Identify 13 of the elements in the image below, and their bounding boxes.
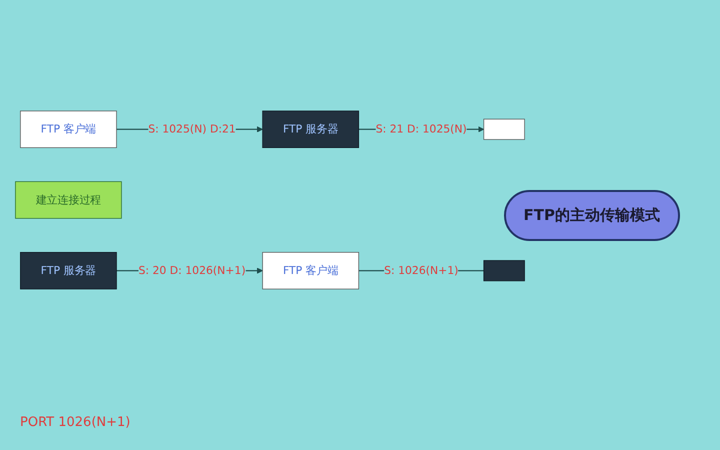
- edge-label: S: 21 D: 1025(N): [376, 122, 467, 136]
- edge-label: S: 1025(N) D:21: [148, 122, 236, 136]
- node-box: FTP 服务器: [20, 252, 117, 290]
- node-box: 建立连接过程: [15, 181, 122, 219]
- node-box: FTP 客户端: [20, 110, 117, 148]
- node-box: [483, 260, 525, 282]
- edge-label: S: 20 D: 1026(N+1): [138, 264, 246, 277]
- node-box: FTP 服务器: [262, 110, 360, 148]
- node-box: [483, 118, 525, 140]
- note-text: PORT 1026(N+1): [20, 415, 130, 430]
- title-cloud: FTP的主动传输模式: [504, 190, 680, 241]
- edge-label: S: 1026(N+1): [384, 264, 458, 277]
- node-box: FTP 客户端: [262, 252, 360, 290]
